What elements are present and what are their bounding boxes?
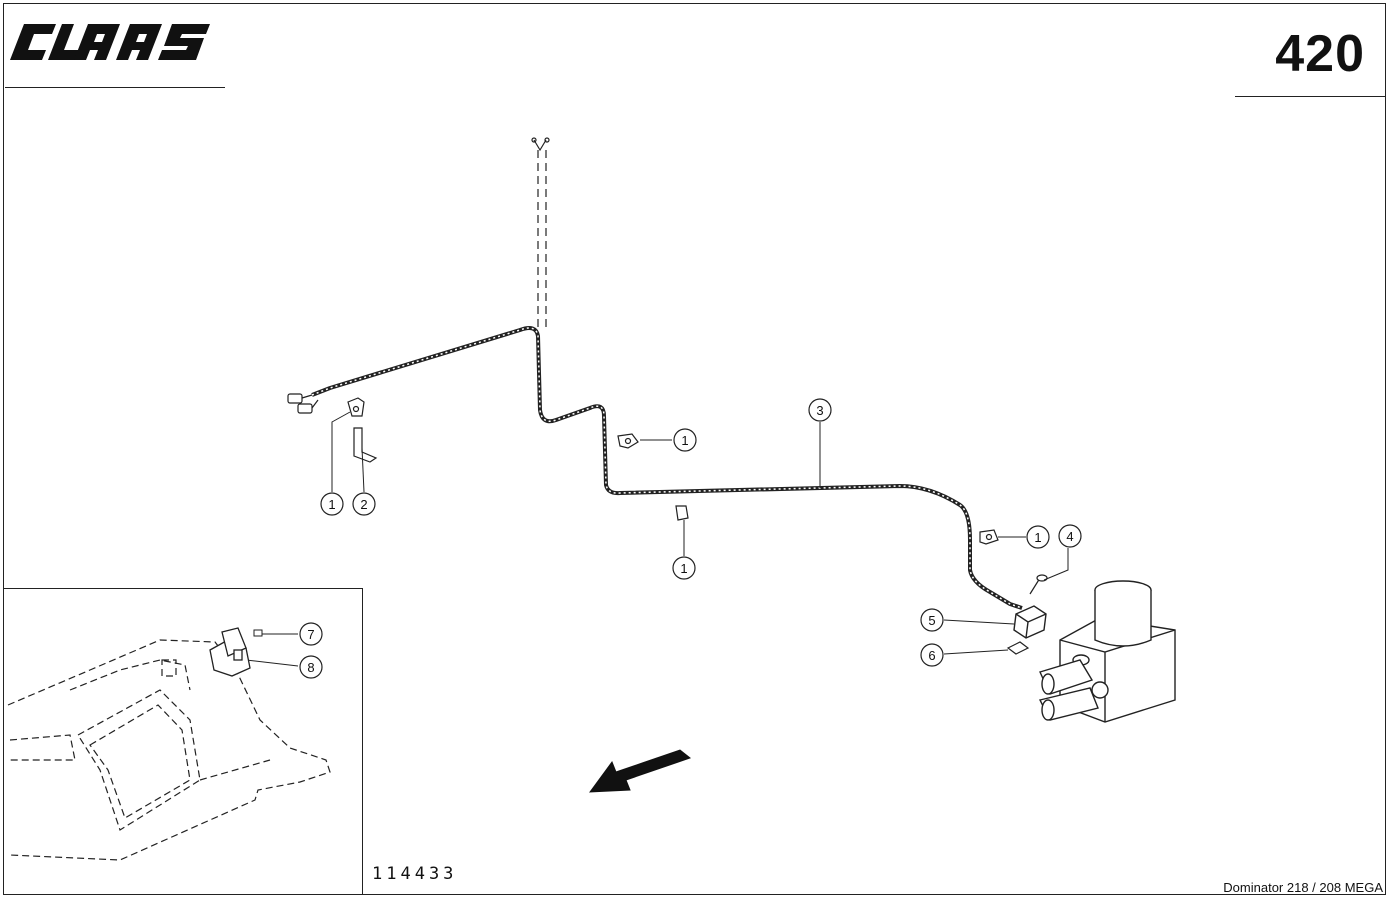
logo-underline (5, 87, 225, 88)
callout-label-4: 4 (1066, 529, 1073, 544)
page-number: 420 (1275, 25, 1365, 83)
callout-circle-6 (920, 643, 944, 667)
callout-label-3: 3 (816, 403, 823, 418)
claas-logo (10, 18, 232, 71)
clip-lower (675, 505, 689, 521)
page-frame (3, 3, 1386, 895)
direction-arrow-icon (588, 749, 692, 793)
seal (1006, 641, 1030, 655)
leader-lines (245, 411, 1069, 667)
callout-circle-1-lower (672, 556, 696, 580)
page-number-underline (1235, 96, 1385, 97)
inset-switch (209, 627, 251, 677)
hydraulic-valve-block (1038, 580, 1176, 723)
callout-circle-5 (920, 608, 944, 632)
wiring-harness (311, 326, 1023, 610)
callout-circle-8 (299, 655, 323, 679)
clip-middle-top (617, 433, 639, 449)
callout-circle-1-right (1026, 525, 1050, 549)
screw (1029, 574, 1048, 595)
callout-circle-3 (808, 398, 832, 422)
inset-clip-small (253, 629, 263, 637)
callout-label-7: 7 (307, 627, 314, 642)
location-inset-frame (3, 588, 363, 895)
drawing-id: 114433 (372, 864, 458, 884)
callout-circle-2 (352, 492, 376, 516)
callout-label-1-top: 1 (681, 433, 688, 448)
callout-label-2: 2 (360, 497, 367, 512)
clip-left (347, 397, 365, 417)
callout-circle-1-top (673, 428, 697, 452)
dashed-cable-upper (537, 150, 547, 330)
model-designation: Dominator 218 / 208 MEGA (1223, 880, 1383, 895)
callout-label-1-right: 1 (1034, 530, 1041, 545)
cable-end-connector (531, 137, 550, 152)
bracket-left (353, 427, 378, 463)
callout-label-8: 8 (307, 660, 314, 675)
solenoid-plug (1013, 605, 1047, 639)
callout-circle-4 (1058, 524, 1082, 548)
clip-right (979, 529, 999, 545)
harness-left-connectors (287, 393, 319, 414)
callout-label-6: 6 (928, 648, 935, 663)
callout-label-5: 5 (928, 613, 935, 628)
callout-circle-1-left (320, 492, 344, 516)
inset-machine-sketch (7, 639, 331, 861)
callout-label-1-left: 1 (328, 497, 335, 512)
callout-label-1-lower: 1 (680, 561, 687, 576)
callout-circle-7 (299, 622, 323, 646)
